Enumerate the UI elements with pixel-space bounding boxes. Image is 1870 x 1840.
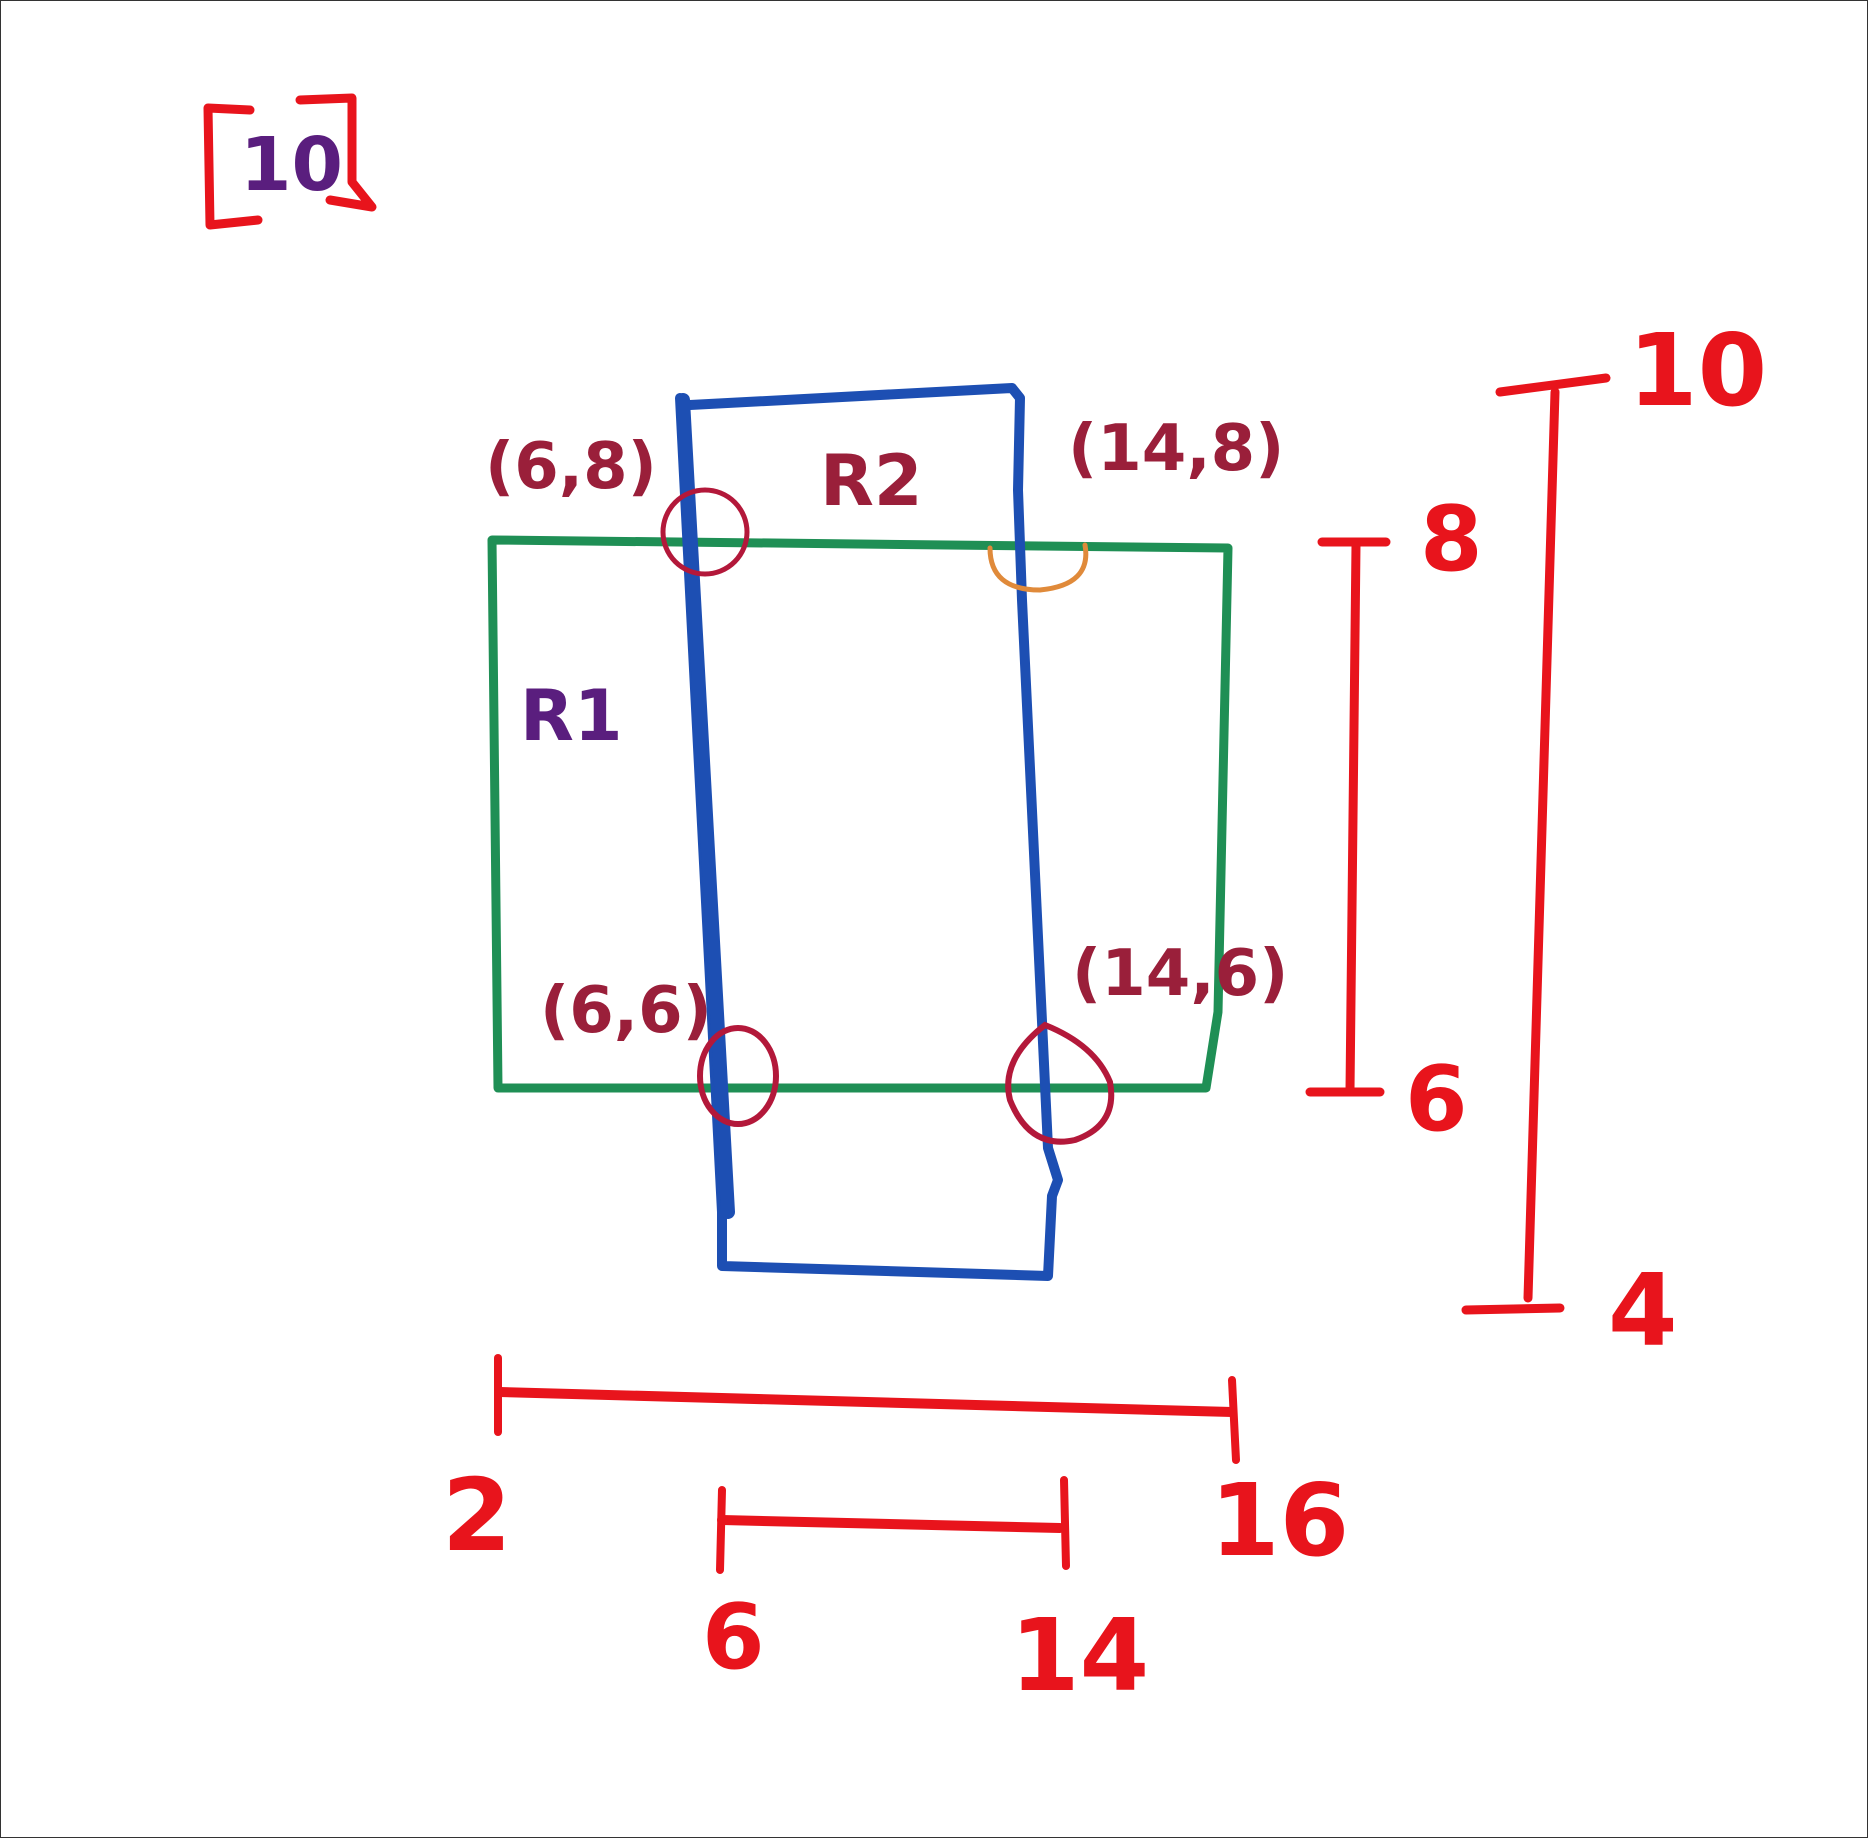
horizontal-range-inner-end-label: 14	[1010, 1597, 1149, 1714]
horizontal-range-outer-end-label: 16	[1210, 1462, 1349, 1579]
problem-number-box: 10	[203, 93, 377, 230]
intersection-circle-bottom-left	[697, 1025, 779, 1127]
vertical-range-outer-bottom-label: 4	[1608, 1252, 1678, 1369]
corner-label-bottom-left: (6,6)	[540, 974, 712, 1048]
corner-label-top-left: (6,8)	[485, 430, 657, 504]
vertical-range-inner	[1305, 537, 1391, 1097]
rectangle-r1	[487, 535, 1233, 1093]
intersection-circle-top-left	[660, 487, 750, 577]
rectangle-r2-left-edge	[676, 393, 735, 1219]
intersection-mark-top-right	[987, 542, 1089, 593]
intersection-circle-bottom-right	[1005, 1021, 1115, 1145]
rectangle-r2-label: R2	[820, 440, 923, 522]
problem-number: 10	[240, 122, 343, 208]
corner-label-top-right: (14,8)	[1068, 412, 1284, 486]
horizontal-range-outer	[494, 1354, 1240, 1464]
vertical-range-inner-top-label: 8	[1420, 487, 1483, 592]
horizontal-range-outer-start-label: 2	[442, 1457, 512, 1574]
horizontal-range-inner-start-label: 6	[702, 1585, 765, 1690]
horizontal-range-inner	[716, 1476, 1070, 1574]
corner-label-bottom-right: (14,6)	[1072, 937, 1288, 1011]
vertical-range-outer	[1461, 373, 1611, 1315]
rectangle-r2	[675, 383, 1063, 1281]
rectangle-r1-label: R1	[520, 675, 623, 757]
vertical-range-inner-bottom-label: 6	[1405, 1047, 1468, 1152]
vertical-range-outer-top-label: 10	[1628, 312, 1767, 429]
